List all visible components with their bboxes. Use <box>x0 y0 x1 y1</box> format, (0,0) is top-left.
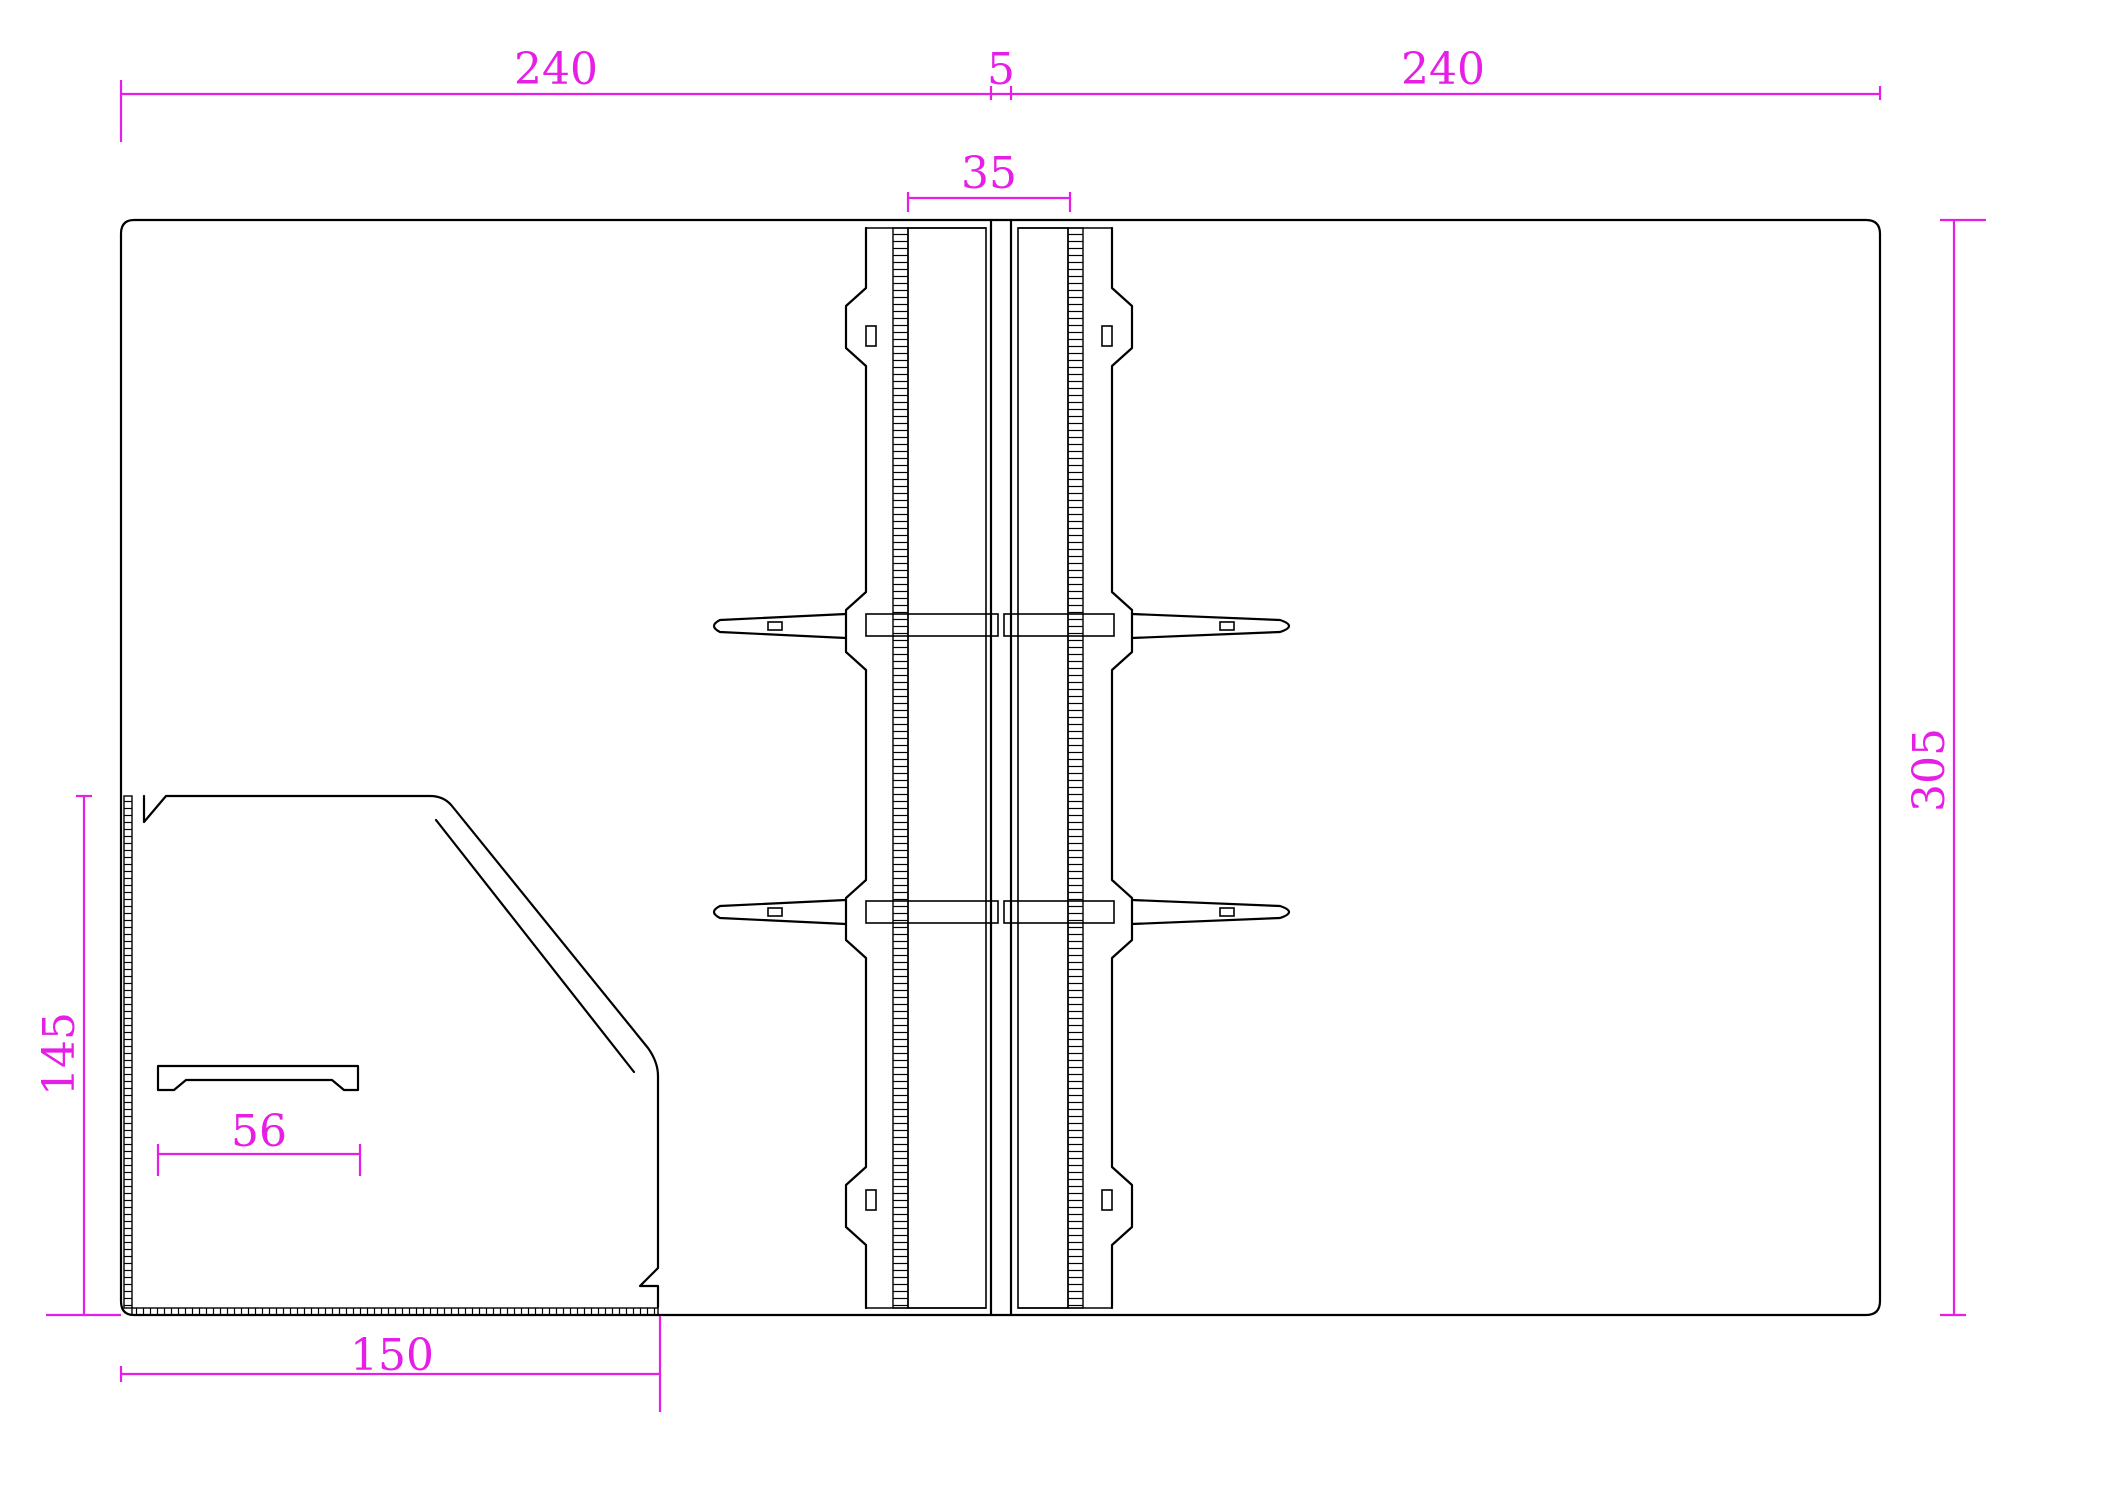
dim-label-spine: 5 <box>987 44 1015 95</box>
dimension-pocket-width: 150 <box>119 1316 662 1412</box>
dim-label-mechanism: 35 <box>961 148 1017 199</box>
dimension-total-height: 305 <box>1904 218 1986 1317</box>
ring-bar-lower-right <box>1003 900 1115 924</box>
mechanism-left-inner <box>907 227 987 1309</box>
dim-label-left-panel: 240 <box>514 44 598 95</box>
mechanism-right-plate <box>1110 226 1134 1310</box>
ring-arm-lower-right <box>1130 898 1291 926</box>
dimension-card-slot: 56 <box>156 1106 362 1176</box>
dim-label-pocket-height: 145 <box>34 1012 85 1096</box>
ring-slot-upper-left <box>767 621 783 631</box>
ring-slot-lower-right <box>1219 907 1235 917</box>
dim-label-right-panel: 240 <box>1401 44 1485 95</box>
dim-label-card-slot: 56 <box>231 1106 287 1157</box>
ring-arm-upper-right <box>1130 612 1291 640</box>
pocket-fold-line <box>434 818 636 1074</box>
pocket-bottom-weld <box>131 1307 659 1316</box>
dimension-top-total: 240 5 240 <box>119 44 1882 142</box>
dim-label-pocket-width: 150 <box>350 1330 434 1381</box>
ring-bar-upper-right <box>1003 613 1115 637</box>
dimension-mechanism-width: 35 <box>906 148 1072 212</box>
mount-slot-top-left <box>865 325 877 347</box>
binder-cover-outline <box>119 218 1882 1317</box>
dim-label-height: 305 <box>1904 728 1955 812</box>
ring-arm-lower-left <box>712 898 848 926</box>
ring-arm-upper-left <box>712 612 848 640</box>
pocket-outline <box>142 794 660 1309</box>
dimension-pocket-height: 145 <box>34 794 121 1317</box>
mount-slot-bottom-left <box>865 1189 877 1211</box>
ring-slot-lower-left <box>767 907 783 917</box>
mechanism-left-rail <box>892 227 909 1309</box>
ring-slot-upper-right <box>1219 621 1235 631</box>
ring-mechanism <box>712 226 1291 1310</box>
ring-bar-lower-left <box>865 900 999 924</box>
mechanism-right-inner <box>1017 227 1069 1309</box>
ring-bar-upper-left <box>865 613 999 637</box>
card-slot <box>156 1064 360 1092</box>
mechanism-right-rail <box>1067 227 1084 1309</box>
mechanism-left-plate <box>844 226 868 1310</box>
mount-slot-top-right <box>1101 325 1113 347</box>
pocket-left-weld <box>123 795 133 1309</box>
document-pocket <box>123 794 660 1316</box>
mount-slot-bottom-right <box>1101 1189 1113 1211</box>
